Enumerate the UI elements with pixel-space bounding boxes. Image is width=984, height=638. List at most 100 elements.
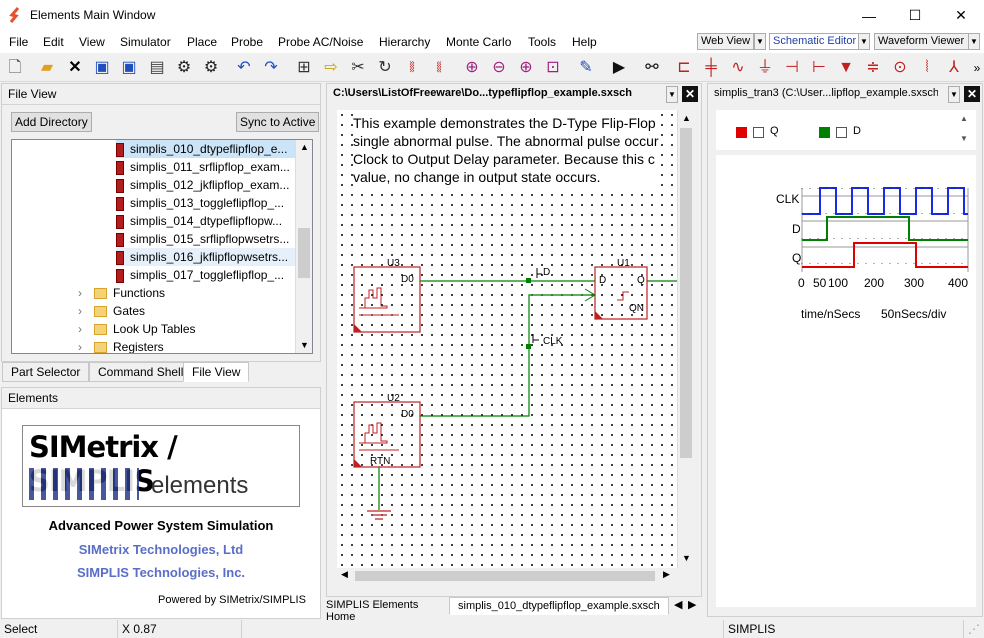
- redo-icon[interactable]: ↷: [264, 59, 278, 76]
- zoom-in-icon[interactable]: ⊕: [519, 59, 533, 76]
- expand-arrow-icon[interactable]: ›: [78, 340, 82, 354]
- scroll-thumb[interactable]: [355, 571, 655, 581]
- tab-scroll-left-icon[interactable]: ◀: [674, 599, 683, 611]
- web-view-dropdown[interactable]: ▼: [754, 33, 766, 50]
- sync-to-active-button[interactable]: Sync to Active: [236, 112, 320, 132]
- menu-probe[interactable]: Probe: [231, 35, 264, 49]
- undo-icon[interactable]: ↶: [237, 59, 251, 76]
- file-item[interactable]: simplis_011_srflipflop_exam...: [116, 158, 290, 176]
- menu-place[interactable]: Place: [187, 35, 218, 49]
- close-file-icon[interactable]: ✕: [68, 59, 82, 76]
- scroll-right-icon[interactable]: ▶: [663, 569, 670, 579]
- company-link-1[interactable]: SIMetrix Technologies, Ltd: [78, 542, 244, 557]
- waveform-viewer-dropdown[interactable]: ▼: [968, 33, 980, 50]
- waveform-viewer-button[interactable]: Waveform Viewer: [874, 33, 970, 50]
- tab-simplis-elements-home[interactable]: SIMPLIS Elements Home: [326, 597, 446, 625]
- settings-gear-icon[interactable]: ⚙: [176, 59, 192, 76]
- run-icon[interactable]: ▶: [612, 59, 626, 76]
- close-button[interactable]: ✕: [955, 7, 967, 23]
- transformer-icon[interactable]: ⦚: [925, 59, 929, 76]
- scroll-left-icon[interactable]: ◀: [341, 569, 348, 579]
- cut-icon[interactable]: ✂: [351, 59, 365, 76]
- save-all-icon[interactable]: ▣: [121, 59, 137, 76]
- new-file-icon[interactable]: 🗋: [8, 59, 22, 76]
- scroll-up-icon[interactable]: ▲: [300, 142, 309, 152]
- expand-arrow-icon[interactable]: ›: [78, 304, 82, 318]
- scroll-down-icon[interactable]: ▼: [682, 553, 691, 563]
- schematic-editor-button[interactable]: Schematic Editor: [769, 33, 867, 50]
- tab-file-view[interactable]: File View: [183, 362, 250, 382]
- schematic-hscroll[interactable]: ◀ ▶: [337, 568, 677, 584]
- resize-grip-icon[interactable]: ⋰: [968, 622, 980, 636]
- tab-part-selector[interactable]: Part Selector: [2, 362, 90, 382]
- switch-icon[interactable]: ⅄: [949, 59, 959, 76]
- waveform-plot[interactable]: CLK D Q 0 50 100 200 300 400 time/nSecs …: [716, 155, 976, 607]
- waveform-tab-dropdown[interactable]: ▼: [948, 86, 960, 103]
- file-item[interactable]: simplis_013_toggleflipflop_...: [116, 194, 284, 212]
- file-item[interactable]: simplis_014_dtypeflipflopw...: [116, 212, 282, 230]
- source-icon[interactable]: ⊙: [893, 59, 907, 76]
- menu-view[interactable]: View: [79, 35, 105, 49]
- tab-scroll-right-icon[interactable]: ▶: [688, 599, 697, 611]
- menu-probe-ac-noise[interactable]: Probe AC/Noise: [278, 35, 364, 49]
- expand-arrow-icon[interactable]: ›: [78, 322, 82, 336]
- toolbar-overflow-icon[interactable]: »: [973, 61, 981, 75]
- folder-item[interactable]: ›Functions: [78, 286, 166, 300]
- place-add-icon[interactable]: ⊞: [297, 59, 311, 76]
- ground-icon[interactable]: ⏚: [756, 59, 773, 76]
- rotate-icon[interactable]: ↻: [378, 59, 392, 76]
- folder-item[interactable]: ›Look Up Tables: [78, 322, 196, 336]
- file-item[interactable]: simplis_017_toggleflipflop_...: [116, 266, 284, 284]
- open-folder-icon[interactable]: ▰: [40, 59, 54, 76]
- menu-edit[interactable]: Edit: [43, 35, 64, 49]
- minimize-button[interactable]: —: [862, 7, 876, 24]
- menu-file[interactable]: File: [9, 35, 29, 49]
- legend-scroll-up-icon[interactable]: ▲: [960, 114, 968, 123]
- folder-item[interactable]: ›Gates: [78, 304, 146, 318]
- web-view-button[interactable]: Web View: [697, 33, 754, 50]
- inductor-icon[interactable]: ∿: [731, 59, 745, 76]
- menu-monte-carlo[interactable]: Monte Carlo: [446, 35, 512, 49]
- find-binoculars-icon[interactable]: ⚯: [645, 59, 659, 76]
- capacitor-icon[interactable]: ╪: [705, 59, 717, 76]
- company-link-2[interactable]: SIMPLIS Technologies, Inc.: [76, 565, 246, 580]
- menu-help[interactable]: Help: [572, 35, 597, 49]
- legend-scroll-down-icon[interactable]: ▼: [960, 134, 968, 143]
- scroll-up-icon[interactable]: ▲: [682, 113, 691, 123]
- file-item[interactable]: simplis_012_jkflipflop_exam...: [116, 176, 289, 194]
- add-directory-button[interactable]: Add Directory: [11, 112, 92, 132]
- mosfet-icon[interactable]: ⊣: [785, 59, 799, 76]
- options-gear-icon[interactable]: ⚙: [203, 59, 219, 76]
- expand-arrow-icon[interactable]: ›: [78, 286, 82, 300]
- legend-q-checkbox[interactable]: [753, 127, 764, 138]
- resistor-icon[interactable]: ⊏: [677, 59, 691, 76]
- transistor-icon[interactable]: ⊢: [812, 59, 826, 76]
- folder-item[interactable]: ›Registers: [78, 340, 164, 354]
- edit-pencil-icon[interactable]: ✎: [579, 59, 593, 76]
- maximize-button[interactable]: ☐: [908, 7, 922, 23]
- wire-cut-icon[interactable]: ⧚: [409, 59, 415, 76]
- tab-schematic-file[interactable]: simplis_010_dtypeflipflop_example.sxsch: [449, 597, 669, 615]
- schematic-canvas[interactable]: This example demonstrates the D-Type Fli…: [337, 110, 677, 568]
- move-icon[interactable]: ⇨: [324, 59, 338, 76]
- scroll-down-icon[interactable]: ▼: [300, 340, 309, 350]
- tab-command-shell[interactable]: Command Shell: [89, 362, 193, 382]
- file-item[interactable]: simplis_016_jkflipflopwsetrs...: [116, 248, 296, 266]
- menu-hierarchy[interactable]: Hierarchy: [379, 35, 431, 49]
- save-icon[interactable]: ▣: [94, 59, 110, 76]
- diode-icon[interactable]: ▼: [838, 59, 854, 76]
- scroll-thumb[interactable]: [298, 228, 310, 278]
- zener-icon[interactable]: ≑: [866, 59, 880, 76]
- menu-simulator[interactable]: Simulator: [120, 35, 171, 49]
- print-icon[interactable]: ▤: [149, 59, 165, 76]
- zoom-fit-icon[interactable]: ⊕: [465, 59, 479, 76]
- menu-tools[interactable]: Tools: [528, 35, 557, 49]
- zoom-box-icon[interactable]: ⊡: [546, 59, 560, 76]
- file-tree-scrollbar[interactable]: ▲ ▼: [295, 140, 312, 353]
- schematic-close-icon[interactable]: ✕: [682, 86, 698, 102]
- zoom-out-icon[interactable]: ⊖: [492, 59, 506, 76]
- schematic-editor-dropdown[interactable]: ▼: [858, 33, 870, 50]
- wire-delete-icon[interactable]: ⧛: [436, 59, 442, 76]
- file-item[interactable]: simplis_015_srflipflopwsetrs...: [116, 230, 289, 248]
- waveform-close-icon[interactable]: ✕: [964, 86, 980, 102]
